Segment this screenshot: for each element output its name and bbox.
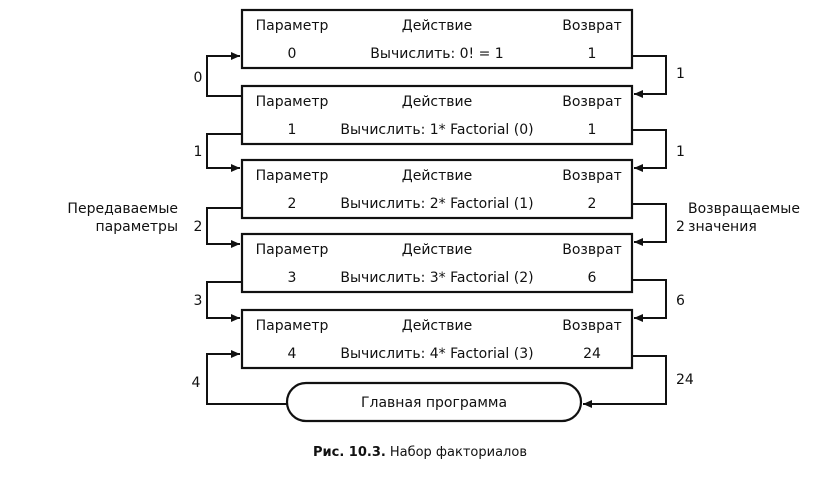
return-value: 24	[583, 346, 601, 362]
return-header: Возврат	[562, 18, 622, 34]
param-value: 0	[288, 46, 297, 62]
param-value: 3	[288, 270, 297, 286]
param-value: 4	[288, 346, 297, 362]
param-value: 1	[288, 122, 297, 138]
call-arrow-3	[206, 281, 242, 322]
left-arrow-label: 1	[194, 144, 203, 160]
action-header: Действие	[402, 168, 472, 184]
passed-parameters-label: Передаваемые параметры	[67, 201, 178, 235]
stack-frame-param-2: Параметр Действие Возврат 2 Вычислить: 2…	[240, 158, 634, 220]
return-arrow-1a	[632, 55, 667, 98]
return-header: Возврат	[562, 94, 622, 110]
svg-text:значения: значения	[688, 219, 757, 235]
stack-frame-param-0: Параметр Действие Возврат 0 Вычислить: 0…	[240, 8, 634, 70]
action-header: Действие	[402, 18, 472, 34]
main-program-label: Главная программа	[361, 395, 507, 411]
action-value: Вычислить: 2* Factorial (1)	[340, 196, 533, 212]
call-arrow-2	[206, 207, 242, 248]
call-arrow-0	[206, 52, 242, 97]
return-header: Возврат	[562, 318, 622, 334]
return-arrow-6	[632, 279, 667, 322]
right-arrow-label: 1	[676, 66, 685, 82]
right-arrow-label: 1	[676, 144, 685, 160]
stack-frame-param-1: Параметр Действие Возврат 1 Вычислить: 1…	[240, 84, 634, 146]
return-arrow-1b	[632, 129, 667, 172]
param-value: 2	[288, 196, 297, 212]
right-arrow-label: 6	[676, 293, 685, 309]
return-header: Возврат	[562, 168, 622, 184]
param-header: Параметр	[256, 94, 329, 110]
return-arrow-24	[583, 355, 667, 408]
return-value: 2	[588, 196, 597, 212]
caption-text: Набор факториалов	[390, 445, 527, 460]
return-arrows	[583, 55, 667, 408]
call-arrows	[206, 52, 287, 405]
param-header: Параметр	[256, 18, 329, 34]
action-value: Вычислить: 3* Factorial (2)	[340, 270, 533, 286]
svg-text:параметры: параметры	[96, 219, 178, 235]
return-value: 1	[588, 46, 597, 62]
action-value: Вычислить: 1* Factorial (0)	[340, 122, 533, 138]
param-header: Параметр	[256, 318, 329, 334]
returned-values-label: Возвращаемые значения	[688, 201, 800, 235]
right-arrow-label: 24	[676, 372, 694, 388]
left-arrow-label: 3	[194, 293, 203, 309]
svg-text:Возвращаемые: Возвращаемые	[688, 201, 800, 217]
action-value: Вычислить: 4* Factorial (3)	[340, 346, 533, 362]
main-program-node: Главная программа	[285, 381, 583, 423]
action-header: Действие	[402, 94, 472, 110]
action-header: Действие	[402, 242, 472, 258]
param-header: Параметр	[256, 168, 329, 184]
stack-frame-param-4: Параметр Действие Возврат 4 Вычислить: 4…	[240, 308, 634, 370]
left-arrow-label: 2	[194, 219, 203, 235]
left-arrow-label: 4	[192, 375, 201, 391]
right-arrow-label: 2	[676, 219, 685, 235]
call-arrow-4	[206, 350, 287, 405]
caption-number: Рис. 10.3.	[313, 445, 386, 460]
figure-caption: Рис. 10.3. Набор факториалов	[313, 445, 527, 460]
return-arrow-2	[632, 203, 667, 246]
call-arrow-1	[206, 133, 242, 172]
left-arrow-label: 0	[194, 70, 203, 86]
return-value: 6	[588, 270, 597, 286]
action-value: Вычислить: 0! = 1	[370, 46, 503, 62]
svg-text:Передаваемые: Передаваемые	[67, 201, 178, 217]
param-header: Параметр	[256, 242, 329, 258]
action-header: Действие	[402, 318, 472, 334]
return-header: Возврат	[562, 242, 622, 258]
return-value: 1	[588, 122, 597, 138]
stack-frame-param-3: Параметр Действие Возврат 3 Вычислить: 3…	[240, 232, 634, 294]
